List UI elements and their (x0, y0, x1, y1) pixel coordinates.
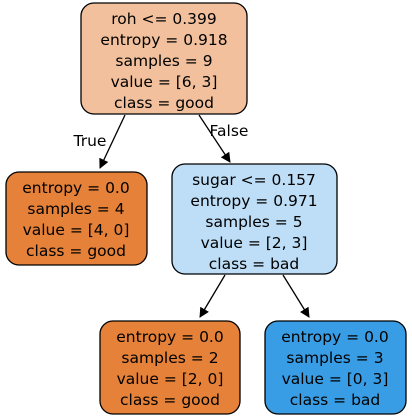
node-line: samples = 9 (115, 52, 212, 70)
tree-node-right-right: entropy = 0.0 samples = 3 value = [0, 3]… (264, 320, 407, 415)
edge-right-rightleft (199, 274, 226, 318)
edge-label-false: False (210, 122, 249, 140)
node-line: samples = 4 (27, 200, 124, 218)
edge-label-true: True (73, 132, 107, 150)
node-line: class = good (120, 391, 220, 409)
node-box (5, 171, 148, 266)
node-box (171, 163, 338, 275)
node-line: entropy = 0.971 (190, 192, 317, 210)
node-line: sugar <= 0.157 (192, 171, 316, 189)
edges (99, 114, 310, 318)
node-line: entropy = 0.0 (281, 328, 388, 346)
tree-node-right: sugar <= 0.157 entropy = 0.971 samples =… (171, 163, 338, 275)
node-line: class = good (114, 94, 214, 112)
node-line: samples = 5 (205, 213, 302, 231)
node-line: class = good (26, 242, 126, 260)
node-line: class = bad (209, 255, 300, 273)
node-line: value = [2, 3] (201, 234, 308, 252)
node-line: value = [4, 0] (23, 221, 130, 239)
node-box (99, 320, 241, 415)
node-line: entropy = 0.918 (100, 31, 227, 49)
tree-node-left: entropy = 0.0 samples = 4 value = [4, 0]… (5, 171, 148, 266)
edge-right-rightright (282, 274, 310, 318)
tree-node-right-left: entropy = 0.0 samples = 2 value = [2, 0]… (99, 320, 241, 415)
node-line: value = [0, 3] (282, 370, 389, 388)
node-box (264, 320, 407, 415)
node-line: entropy = 0.0 (22, 179, 129, 197)
node-line: value = [2, 0] (117, 370, 224, 388)
node-line: value = [6, 3] (111, 73, 218, 91)
node-line: samples = 3 (286, 349, 383, 367)
node-line: roh <= 0.399 (111, 10, 217, 28)
edge-root-right (198, 114, 231, 163)
node-box (80, 2, 248, 115)
tree-node-root: roh <= 0.399 entropy = 0.918 samples = 9… (80, 2, 248, 115)
node-line: class = bad (290, 391, 381, 409)
edge-root-left (99, 114, 126, 169)
node-line: samples = 2 (121, 349, 218, 367)
node-line: entropy = 0.0 (116, 328, 223, 346)
